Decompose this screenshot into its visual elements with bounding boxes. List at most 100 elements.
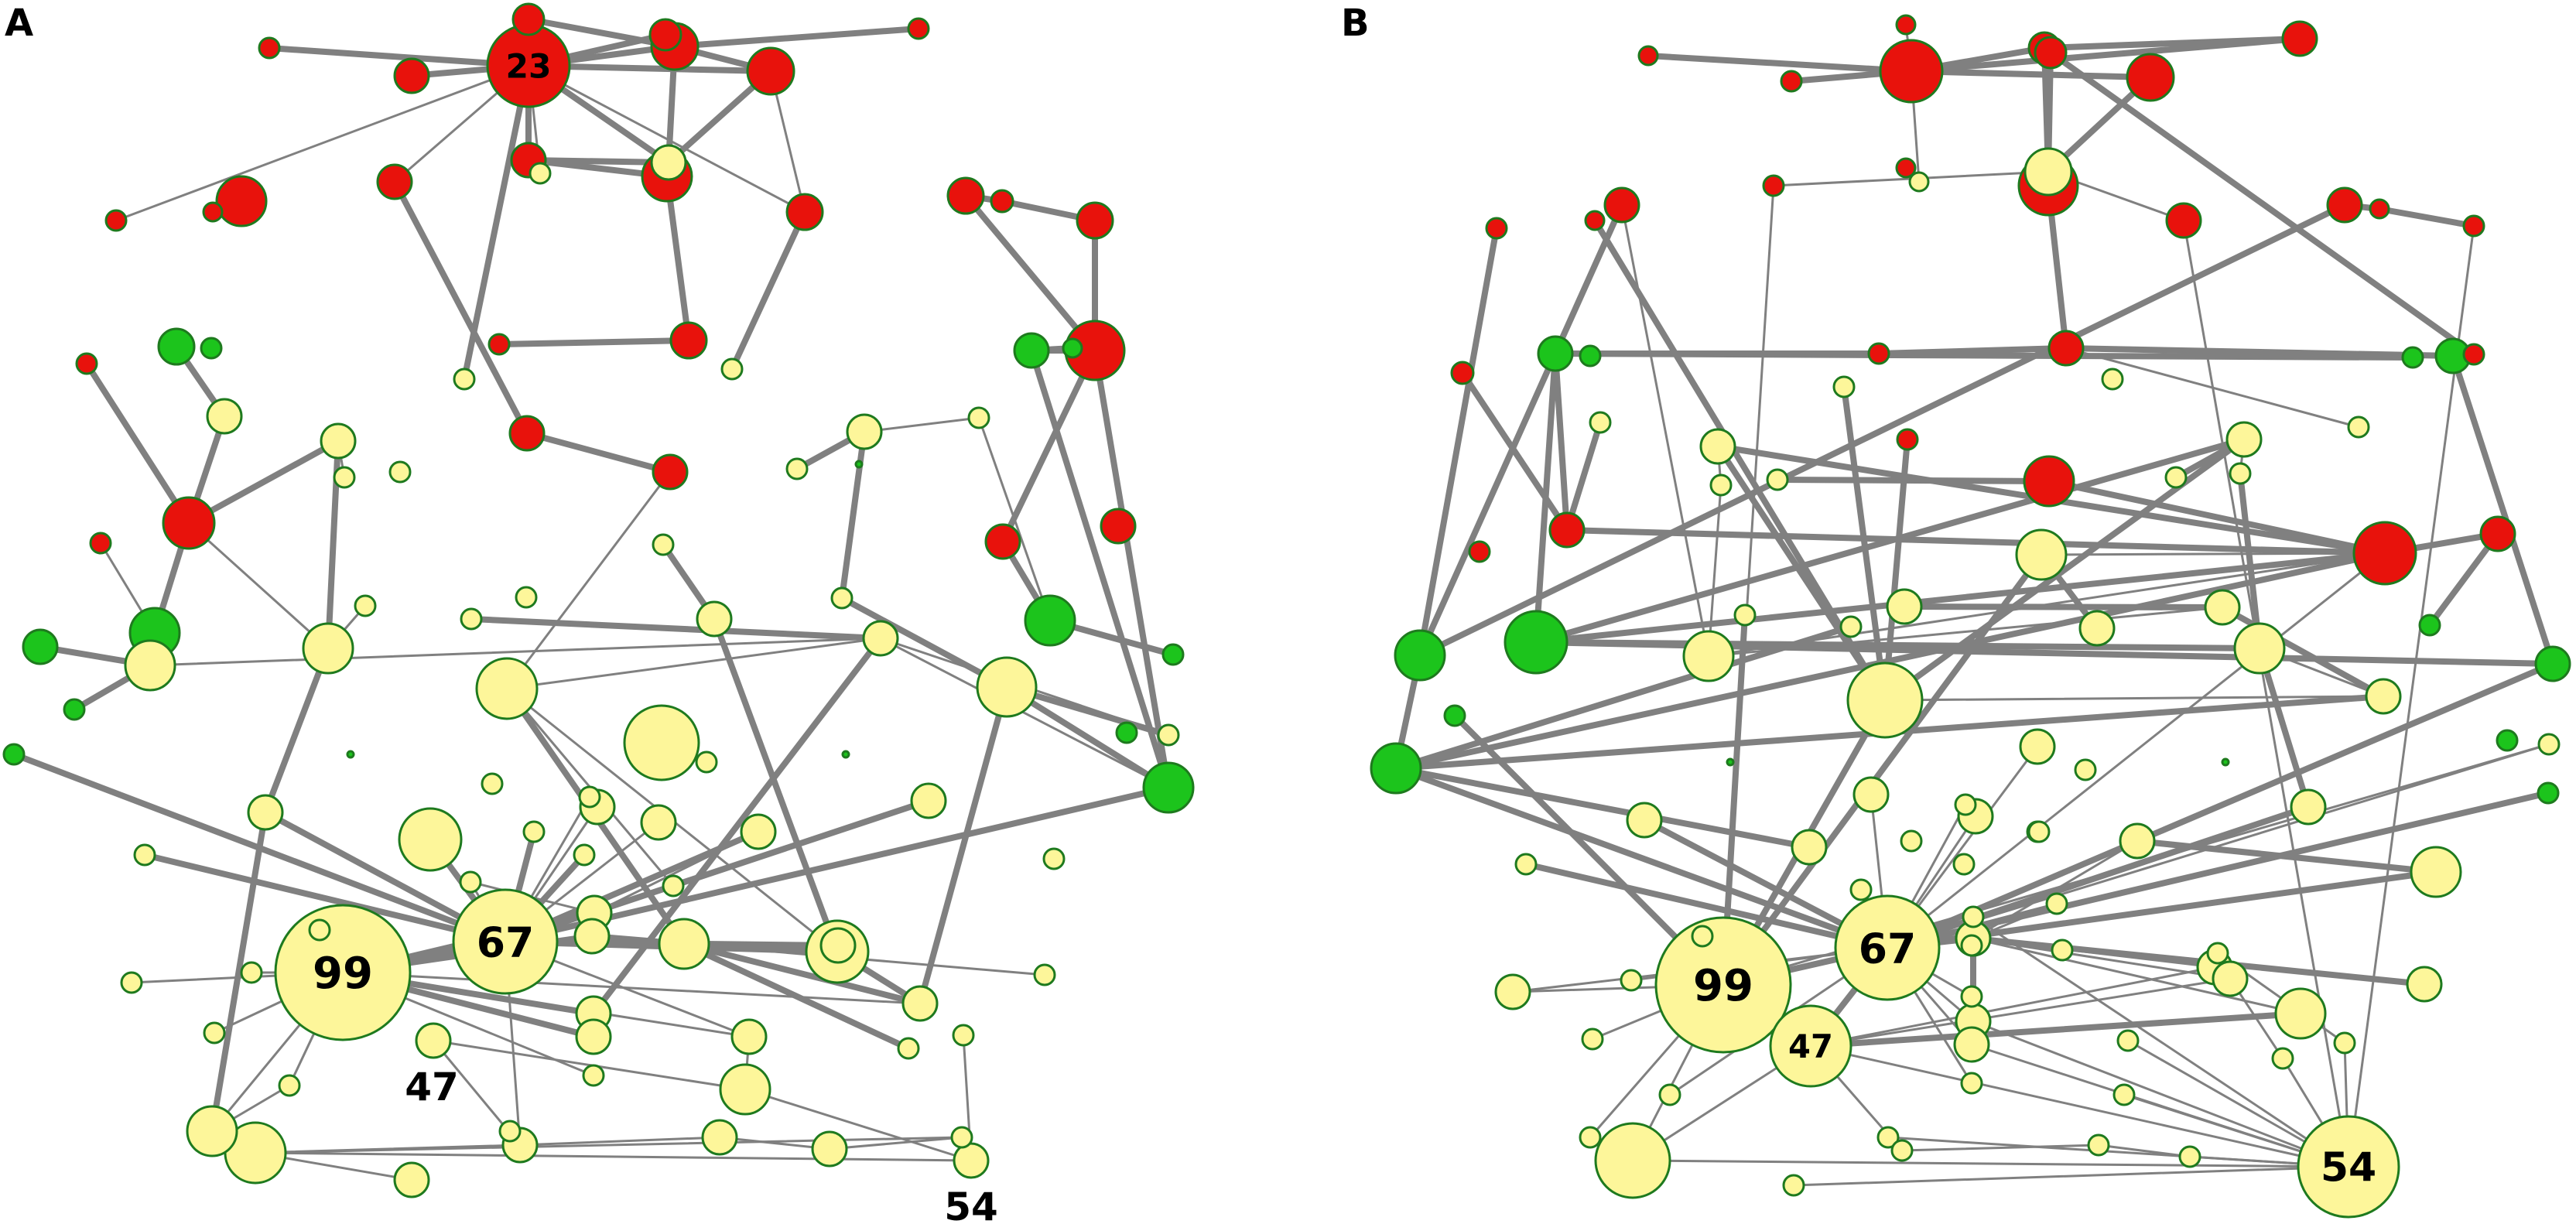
network-node-green <box>157 327 196 366</box>
edge <box>502 785 1172 945</box>
network-node-yellow <box>1791 829 1828 866</box>
network-node-yellow <box>2274 987 2327 1040</box>
network-node-red <box>104 209 128 232</box>
edge <box>2256 645 2311 810</box>
network-node-red <box>746 46 795 96</box>
network-node-yellow <box>1682 630 1735 682</box>
network-node-yellow <box>186 1105 238 1157</box>
network-node-yellow <box>240 961 263 984</box>
network-node-yellow <box>695 750 718 774</box>
network-node-yellow <box>308 918 331 942</box>
network-node-green <box>2534 645 2571 682</box>
network-node-red <box>2165 202 2202 239</box>
network-node-yellow <box>515 586 538 609</box>
network-node-yellow <box>1952 853 1976 876</box>
network-node-red <box>2023 455 2075 508</box>
edge <box>341 971 751 1038</box>
network-node-red <box>215 175 268 227</box>
edge <box>496 337 692 347</box>
edge <box>2347 224 2475 1168</box>
network-node-yellow <box>1157 723 1180 747</box>
network-node-yellow <box>529 162 552 185</box>
network-node-yellow <box>460 607 483 631</box>
network-node-green <box>2418 614 2441 637</box>
edge <box>1774 477 2052 484</box>
edge <box>2040 552 2386 556</box>
network-node-yellow <box>953 1142 990 1179</box>
node-label: 67 <box>1859 924 1917 973</box>
network-node-yellow <box>967 406 990 429</box>
network-node-yellow <box>976 656 1038 718</box>
edge <box>1393 550 2388 771</box>
network-node-yellow <box>952 1024 975 1047</box>
network-node-green <box>1443 704 1466 727</box>
network-node-yellow <box>652 533 675 556</box>
network-node-red <box>2047 330 2085 367</box>
network-node-red <box>1450 361 1475 385</box>
network-node-yellow <box>575 1018 612 1055</box>
network-node-green <box>2537 781 2560 805</box>
network-node-red <box>669 321 708 360</box>
network-node-yellow <box>354 594 377 617</box>
edge <box>502 798 932 945</box>
edge <box>977 416 1052 622</box>
edge <box>142 852 508 945</box>
edge <box>1707 484 1722 658</box>
network-node-red <box>648 18 682 52</box>
edge <box>1809 966 2216 1048</box>
network-node-yellow <box>320 422 357 460</box>
edge <box>672 26 922 50</box>
network-node-yellow <box>133 843 156 867</box>
edge <box>392 179 530 436</box>
network-node-yellow <box>2212 960 2249 997</box>
network-node-yellow <box>578 785 601 809</box>
network-node-yellow <box>1581 1027 1604 1051</box>
network-node-red <box>1548 511 1586 549</box>
edge <box>2237 470 2263 651</box>
edge <box>1417 202 1625 658</box>
edge <box>524 430 673 475</box>
edge <box>879 637 1170 789</box>
network-node-green <box>1504 610 1569 675</box>
network-node-red <box>89 532 112 555</box>
network-node-yellow <box>1589 411 1612 434</box>
network-node-yellow <box>719 1063 771 1116</box>
network-node-yellow <box>415 1022 452 1059</box>
network-node-yellow <box>1876 1126 1900 1149</box>
edge <box>2041 36 2303 51</box>
edge <box>1028 347 1172 791</box>
edge <box>1809 1045 2350 1168</box>
network-node-yellow <box>278 1074 301 1097</box>
network-node-red <box>487 333 511 356</box>
edge <box>664 173 692 344</box>
network-node-yellow <box>1832 375 1856 398</box>
network-node-yellow <box>247 794 284 831</box>
network-node-yellow <box>2271 1047 2294 1070</box>
network-node-yellow <box>1839 615 1863 638</box>
network-node-yellow <box>2051 939 2074 962</box>
network-node-red <box>508 415 546 452</box>
edge <box>468 616 884 641</box>
network-node-yellow <box>2225 421 2263 458</box>
network-node-red <box>907 17 930 40</box>
network-node-yellow <box>2164 466 2188 489</box>
network-node-red <box>75 352 98 375</box>
network-node-yellow <box>897 1037 920 1060</box>
network-node-green <box>1726 757 1735 767</box>
edge <box>718 1136 831 1150</box>
edge <box>149 637 882 667</box>
network-node-red <box>2479 515 2516 552</box>
network-node-yellow <box>522 820 546 843</box>
edge <box>2046 478 2388 556</box>
network-node-red <box>1895 14 1917 36</box>
network-node-red <box>2462 343 2485 366</box>
node-label: 67 <box>477 918 535 966</box>
network-node-yellow <box>2024 147 2073 197</box>
network-node-red <box>376 163 413 200</box>
network-node-red <box>1895 157 1917 179</box>
network-node-yellow <box>459 870 482 894</box>
network-node-red <box>2126 53 2175 102</box>
edge <box>711 616 840 955</box>
network-node-red <box>1468 540 1491 563</box>
